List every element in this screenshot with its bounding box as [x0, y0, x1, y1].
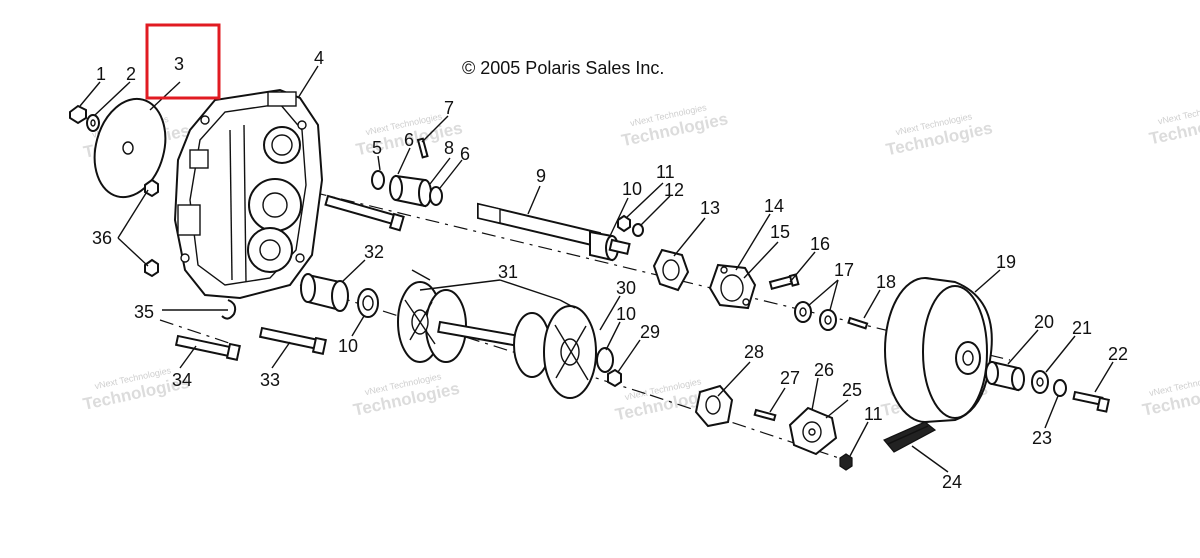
part-35-clip [221, 299, 237, 320]
callout-8: 8 [444, 138, 454, 158]
callout-6b: 6 [460, 144, 470, 164]
callout-27: 27 [780, 368, 800, 388]
part-4-gearcase [173, 88, 324, 300]
callout-labels: 1 2 3 4 5 6 7 8 6 9 10 11 12 13 14 15 16… [92, 48, 1128, 492]
callout-31: 31 [498, 262, 518, 282]
part-2-washer [86, 114, 100, 132]
callout-22: 22 [1108, 344, 1128, 364]
callout-20: 20 [1034, 312, 1054, 332]
part-19-drum [884, 277, 993, 423]
callout-32: 32 [364, 242, 384, 262]
part-29-nut [607, 368, 622, 388]
part-5-bolt [324, 194, 405, 232]
part-11-nut-bottom [839, 453, 853, 471]
callout-10c: 10 [616, 304, 636, 324]
part-16-bolt [768, 273, 800, 290]
callout-14: 14 [764, 196, 784, 216]
callout-36: 36 [92, 228, 112, 248]
callout-26: 26 [814, 360, 834, 380]
part-26-cap [788, 406, 838, 456]
callout-30: 30 [616, 278, 636, 298]
copyright-notice: © 2005 Polaris Sales Inc. [462, 58, 665, 78]
callout-4: 4 [314, 48, 324, 68]
callout-21: 21 [1072, 318, 1092, 338]
part-10-seal-left [357, 288, 379, 318]
bolt-axis [159, 319, 236, 346]
callout-11a: 11 [656, 162, 675, 182]
part-6-oring-right [429, 186, 443, 206]
part-31-gear-assembly [397, 281, 597, 399]
part-14-housing [708, 263, 757, 310]
part-32-bearing [300, 273, 349, 312]
part-9-shaft [477, 202, 631, 262]
part-24-chain [883, 421, 937, 453]
callout-1: 1 [96, 64, 106, 84]
part-11-nut-top [617, 214, 631, 233]
part-8-bearing [389, 174, 432, 208]
part-23-washer [1053, 379, 1067, 397]
part-18-pin [847, 316, 869, 330]
callout-9: 9 [536, 166, 546, 186]
callout-18: 18 [876, 272, 896, 292]
callout-16: 16 [810, 234, 830, 254]
part-20-spacer [985, 360, 1025, 392]
callout-13: 13 [700, 198, 720, 218]
part-17-washers [794, 301, 837, 331]
callout-11b: 11 [864, 404, 883, 424]
part-27-pin [753, 408, 777, 422]
part-7-pin [416, 137, 429, 159]
part-13-gasket [652, 248, 690, 292]
callout-15: 15 [770, 222, 790, 242]
lower-cover-axis [649, 394, 846, 461]
part-3-cover-plate [93, 97, 167, 199]
callout-23: 23 [1032, 428, 1052, 448]
callout-6a: 6 [404, 130, 414, 150]
callout-3-highlight-box [145, 23, 221, 100]
part-36-nuts [144, 178, 159, 278]
callout-17: 17 [834, 260, 854, 280]
callout-34: 34 [172, 370, 192, 390]
callout-10a: 10 [622, 179, 642, 199]
callout-29: 29 [640, 322, 660, 342]
part-6-oring-left [371, 170, 385, 190]
callout-10b: 10 [338, 336, 358, 356]
callout-24: 24 [942, 472, 962, 492]
callout-7: 7 [444, 98, 454, 118]
part-28-gasket [694, 384, 734, 428]
part-33-bolt [258, 326, 327, 355]
callout-2: 2 [126, 64, 136, 84]
callout-28: 28 [744, 342, 764, 362]
part-1-nut [69, 104, 87, 125]
callout-19: 19 [996, 252, 1016, 272]
callout-33: 33 [260, 370, 280, 390]
part-12-washer [632, 223, 644, 237]
part-10-seal-right [596, 347, 614, 373]
callout-5: 5 [372, 138, 382, 158]
part-22-bolt [1072, 390, 1110, 413]
part-21-washer [1031, 370, 1049, 394]
callout-3: 3 [174, 54, 184, 74]
callout-35: 35 [134, 302, 154, 322]
callout-25: 25 [842, 380, 862, 400]
leader-lines [79, 65, 1114, 473]
callout-12: 12 [664, 180, 684, 200]
part-34-bolt [174, 334, 241, 361]
